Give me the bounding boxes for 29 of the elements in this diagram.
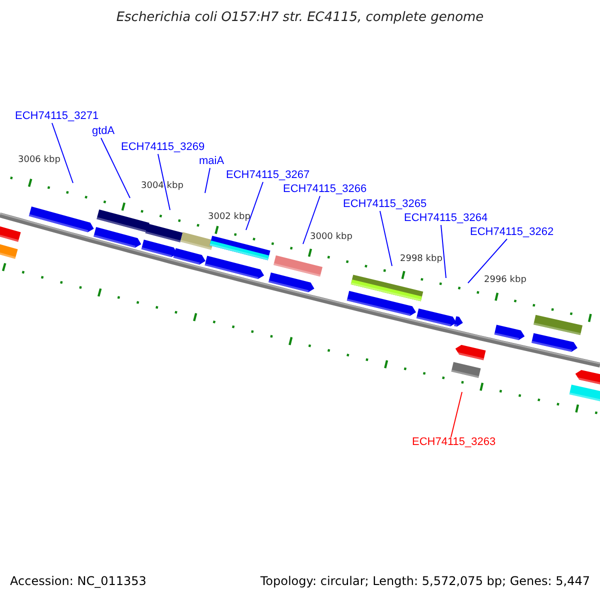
gene-label: ECH74115_3264 xyxy=(404,212,488,225)
leader-line xyxy=(440,224,446,278)
gene-label: ECH74115_3262 xyxy=(470,226,554,239)
gene-label: ECH74115_3263 xyxy=(412,436,496,449)
gene-label: maiA xyxy=(199,155,224,168)
gene-label: gtdA xyxy=(92,125,115,138)
gene-label: ECH74115_3265 xyxy=(343,198,427,211)
gene-label: ECH74115_3271 xyxy=(15,110,99,123)
footer-text: Topology: circular; Length: 5,572,075 bp; Genes: 5,447 xyxy=(260,574,590,588)
footer-text: Accession: NC_011353 xyxy=(10,574,146,588)
leader-line xyxy=(204,168,210,194)
scale-label: 3004 kbp xyxy=(141,181,184,192)
scale-label: 3002 kbp xyxy=(208,212,250,223)
leader-line xyxy=(468,238,508,284)
scale-label: 3006 kbp xyxy=(18,155,60,166)
scale-label: 2996 kbp xyxy=(484,275,526,286)
gene-label: ECH74115_3266 xyxy=(283,183,367,196)
gene-label: ECH74115_3267 xyxy=(226,169,310,182)
leader-line xyxy=(302,196,320,244)
leader-line xyxy=(450,392,462,438)
leader-line xyxy=(246,182,264,230)
leader-line xyxy=(158,154,170,210)
leader-line xyxy=(100,138,130,198)
leader-line xyxy=(380,210,392,266)
gene-label: ECH74115_3269 xyxy=(121,141,205,154)
scale-label: 3000 kbp xyxy=(310,232,352,243)
leader-line xyxy=(52,122,74,184)
title: Escherichia coli O157:H7 str. EC4115, complete genome xyxy=(115,10,485,25)
scale-label: 2998 kbp xyxy=(400,254,442,265)
